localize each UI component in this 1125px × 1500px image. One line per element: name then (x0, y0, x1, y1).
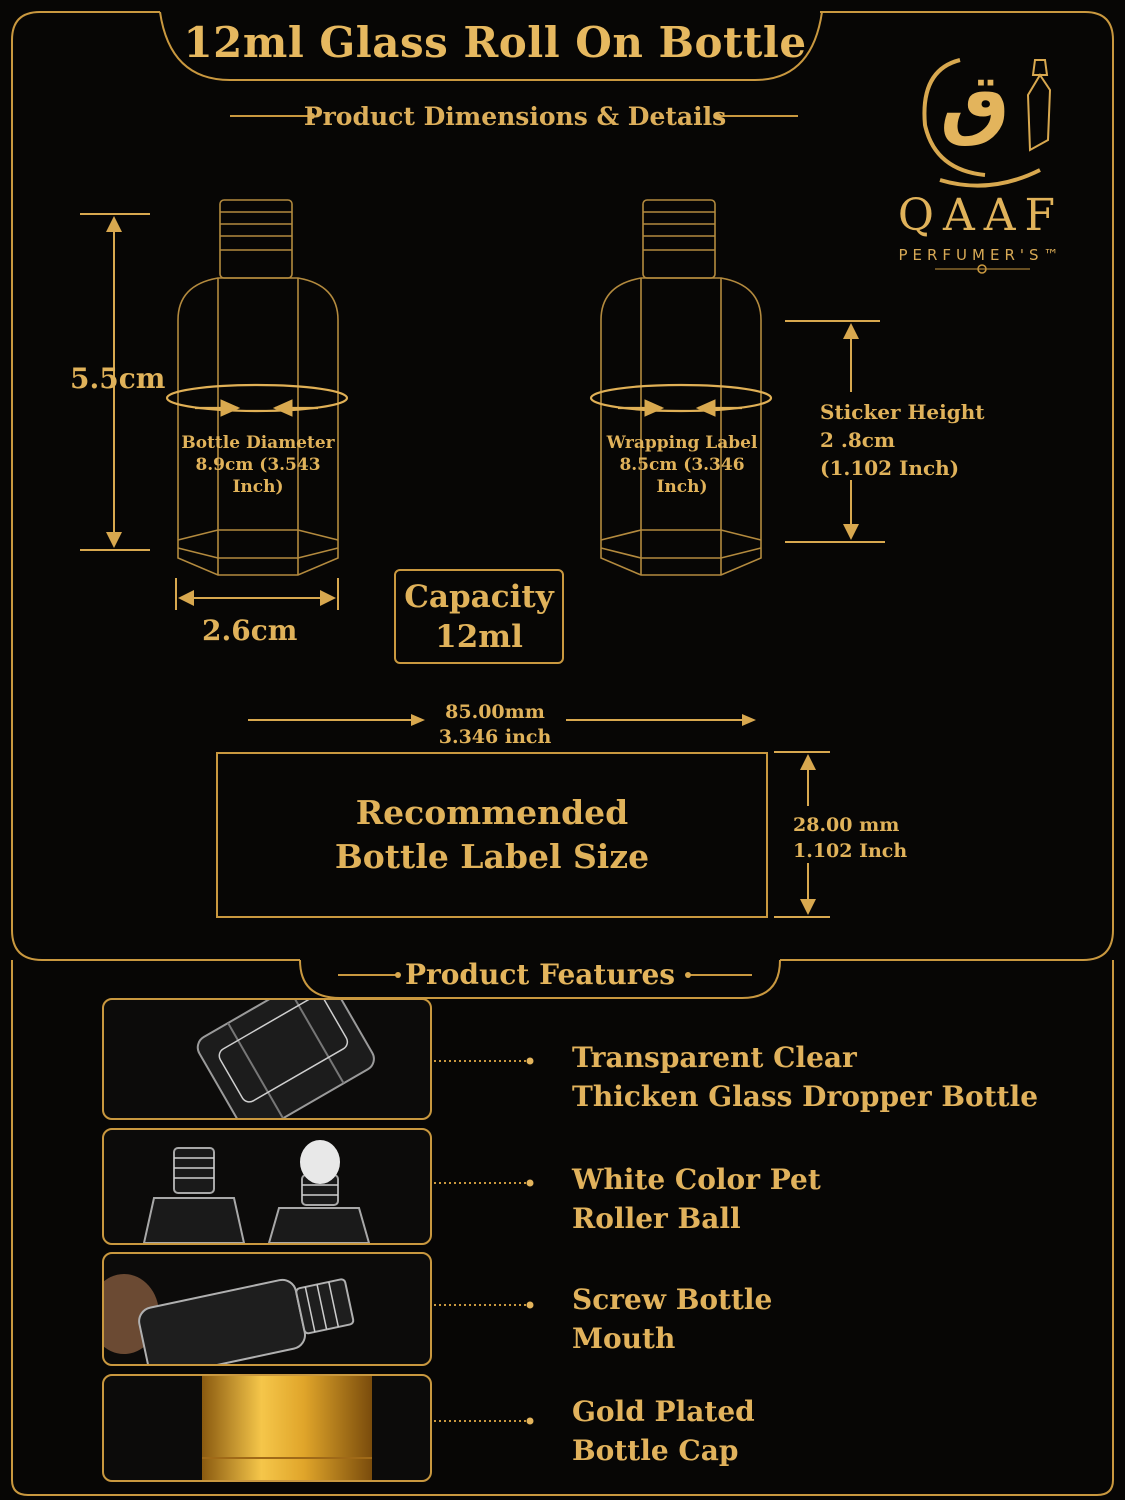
wrapping-label-value: 8.5cm (3.346 Inch) (619, 455, 745, 497)
feature-thumb-glass (102, 998, 432, 1120)
label-width: 85.00mm 3.346 inch (420, 700, 570, 750)
label-height-inch: 1.102 Inch (793, 840, 908, 862)
feature-line2: Roller Ball (572, 1202, 741, 1235)
feature-line1: Screw Bottle (572, 1283, 773, 1316)
capacity-value: 12ml (435, 619, 523, 655)
brand-logo: ق (900, 30, 1070, 190)
brand-tagline: PERFUMER'S™ (898, 246, 1064, 264)
feature-item-screw: Screw Bottle Mouth (572, 1280, 772, 1358)
sticker-height-inch: (1.102 Inch) (820, 456, 960, 480)
label-box-line2: Bottle Label Size (334, 837, 650, 876)
feature-thumb-screw (102, 1252, 432, 1366)
feature-thumb-cap (102, 1374, 432, 1482)
feature-line1: White Color Pet (572, 1163, 821, 1196)
feature-thumb-roller (102, 1128, 432, 1245)
page-title: 12ml Glass Roll On Bottle (183, 18, 807, 67)
label-box-line1: Recommended (355, 793, 629, 832)
brand-name: QAAF (897, 190, 1065, 241)
width-value: 2.6cm (202, 614, 298, 647)
sticker-height-title: Sticker Height (820, 400, 985, 424)
feature-item-roller: White Color Pet Roller Ball (572, 1160, 821, 1238)
features-heading: Product Features (404, 958, 676, 991)
bottle-diameter-value: 8.9cm (3.543 Inch) (195, 455, 321, 497)
label-width-mm: 85.00mm (445, 701, 545, 723)
recommended-label-box: Recommended Bottle Label Size (216, 752, 768, 918)
feature-line1: Gold Plated (572, 1395, 755, 1428)
logo-glyph: ق (940, 58, 1010, 148)
screw-mouth-icon (104, 1274, 355, 1364)
label-height-mm: 28.00 mm (793, 814, 900, 836)
sticker-height-value: 2 .8cm (820, 428, 896, 452)
bottle-back-drawing (589, 199, 885, 576)
label-width-inch: 3.346 inch (438, 726, 552, 748)
bottle-front-drawing (80, 199, 349, 610)
feature-item-glass: Transparent Clear Thicken Glass Dropper … (572, 1038, 1038, 1116)
label-width-arrows (248, 714, 756, 726)
feature-line2: Bottle Cap (572, 1434, 739, 1467)
wrapping-label-title: Wrapping Label (606, 433, 758, 453)
label-height: 28.00 mm 1.102 Inch (793, 812, 907, 864)
feature-line2: Mouth (572, 1322, 676, 1355)
wrapping-label: Wrapping Label 8.5cm (3.346 Inch) (602, 432, 762, 498)
glass-bottle-icon (196, 1000, 375, 1118)
label-height-arrows (774, 751, 830, 918)
gold-cap-icon (202, 1376, 372, 1480)
feature-connectors (434, 1057, 534, 1425)
bottle-diameter-label: Bottle Diameter 8.9cm (3.543 Inch) (178, 432, 338, 498)
bottle-diameter-title: Bottle Diameter (181, 433, 335, 453)
capacity-label: Capacity (404, 579, 554, 615)
page-subtitle: Product Dimensions & Details (303, 102, 727, 131)
feature-item-cap: Gold Plated Bottle Cap (572, 1392, 755, 1470)
brand-ornament-icon (935, 264, 1030, 274)
feature-line2: Thicken Glass Dropper Bottle (572, 1080, 1039, 1113)
roller-ball-icon (142, 1140, 371, 1243)
height-value: 5.5cm (70, 362, 166, 395)
brand-emblem-icon (922, 58, 1052, 188)
capacity-box: Capacity 12ml (394, 569, 564, 664)
sticker-height: Sticker Height 2 .8cm (1.102 Inch) (820, 398, 985, 482)
feature-line1: Transparent Clear (572, 1041, 857, 1074)
